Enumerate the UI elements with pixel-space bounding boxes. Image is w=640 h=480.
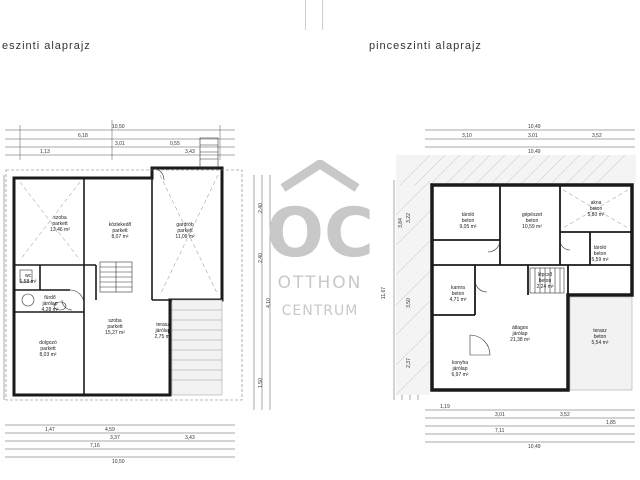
dim-top: 3,10 bbox=[462, 133, 472, 139]
dim-bottom: 3,01 bbox=[495, 412, 505, 418]
logo-line1: OTTHON bbox=[278, 273, 363, 293]
dim-left: 3,84 bbox=[397, 218, 404, 228]
dim-bottom: 10,50 bbox=[112, 459, 125, 465]
dim-top: 3,01 bbox=[528, 133, 538, 139]
dim-top: 6,18 bbox=[78, 133, 88, 139]
house-roof-icon bbox=[280, 160, 360, 192]
dim-top: 3,01 bbox=[115, 141, 125, 147]
dim-bottom: 3,37 bbox=[110, 435, 120, 441]
dim-top: 1,13 bbox=[40, 149, 50, 155]
dim-bottom: 7,11 bbox=[495, 428, 505, 434]
dim-overall-top: 10,49 bbox=[528, 124, 541, 130]
dim-left: 3,50 bbox=[405, 298, 412, 308]
dim-bottom: 1,47 bbox=[45, 427, 55, 433]
dim-left: 11,67 bbox=[381, 286, 388, 300]
dim-bottom: 10,49 bbox=[528, 444, 541, 450]
dim-bottom: 1,85 bbox=[606, 420, 616, 426]
frame-line-left bbox=[305, 0, 306, 30]
dim-top: 3,43 bbox=[185, 149, 195, 155]
logo-letters: OC bbox=[266, 194, 374, 273]
dim-top: 0,55 bbox=[170, 141, 180, 147]
dim-top: 10,49 bbox=[528, 149, 541, 155]
frame-line-right bbox=[322, 0, 323, 30]
dim-bottom: 3,52 bbox=[560, 412, 570, 418]
dim-overall-top: 10,50 bbox=[112, 124, 125, 130]
dim-bottom: 1,19 bbox=[440, 404, 450, 410]
otthon-centrum-watermark: OC OTTHON CENTRUM bbox=[266, 160, 374, 319]
dim-top: 3,52 bbox=[592, 133, 602, 139]
dim-bottom: 4,59 bbox=[105, 427, 115, 433]
dim-left: 3,22 bbox=[405, 213, 412, 223]
dim-bottom: 3,43 bbox=[185, 435, 195, 441]
dim-left: 2,37 bbox=[405, 358, 412, 368]
right-plan-title: pinceszinti alaprajz bbox=[369, 40, 482, 52]
logo-line2: CENTRUM bbox=[282, 303, 359, 319]
left-plan-title: eszinti alaprajz bbox=[2, 40, 91, 52]
dim-bottom: 7,16 bbox=[90, 443, 100, 449]
